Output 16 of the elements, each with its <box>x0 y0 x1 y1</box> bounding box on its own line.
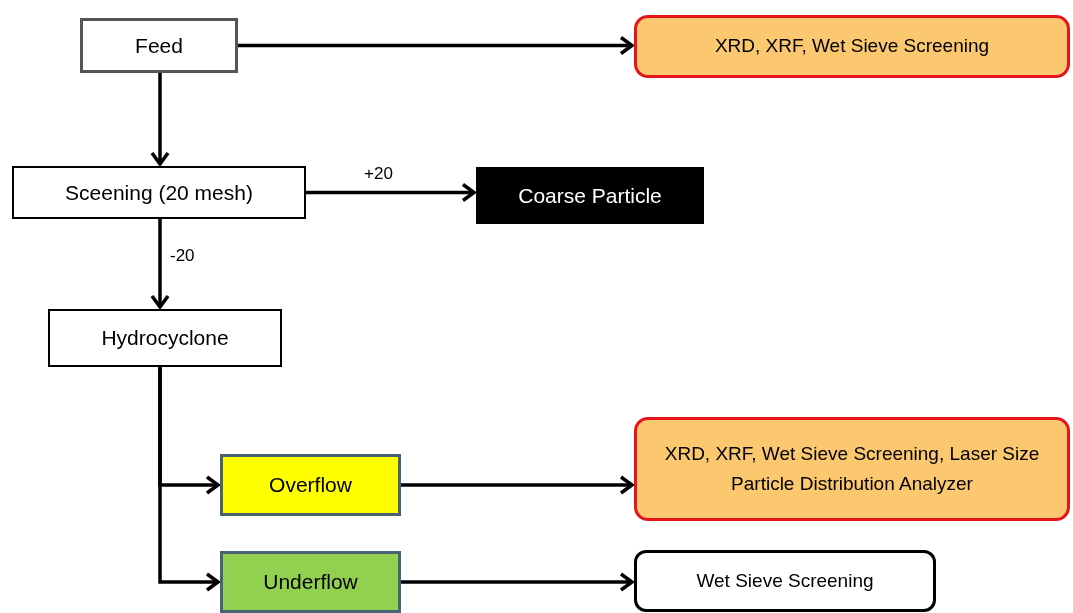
process-box: XRD, XRF, Wet Sieve Screening <box>634 15 1070 78</box>
arrow <box>306 182 476 203</box>
process-box: Feed <box>80 18 238 73</box>
arrow <box>401 475 634 495</box>
process-box: XRD, XRF, Wet Sieve Screening, Laser Size Particle Distribution Analyzer <box>634 417 1070 521</box>
process-box: Overflow <box>220 454 401 516</box>
process-box: Hydrocyclone <box>48 309 282 367</box>
arrow <box>401 572 634 592</box>
process-box: Underflow <box>220 551 401 613</box>
arrow <box>158 367 220 592</box>
process-box: Coarse Particle <box>476 167 704 224</box>
process-box: Wet Sieve Screening <box>634 550 936 612</box>
arrow <box>150 219 170 309</box>
process-box: Sceening (20 mesh) <box>12 166 306 219</box>
arrow <box>150 73 170 166</box>
arrow <box>238 35 634 56</box>
